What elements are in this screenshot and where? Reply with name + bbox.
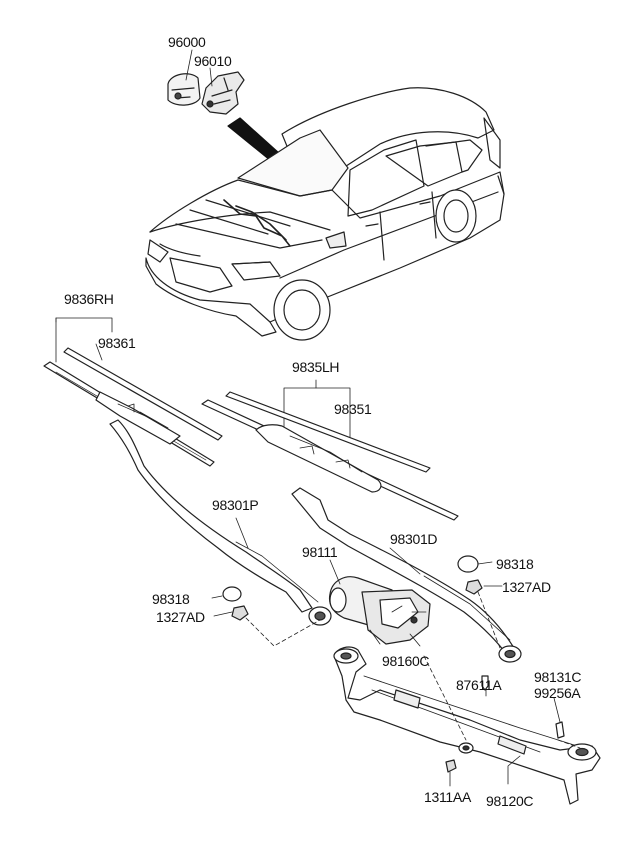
- part-label-98131c: 98131C: [534, 669, 582, 685]
- part-label-1327ad-right: 1327AD: [502, 579, 551, 595]
- part-label-98111: 98111: [302, 544, 338, 560]
- part-label-1311aa: 1311AA: [424, 789, 471, 805]
- washer-reservoir-drawing: [167, 73, 201, 106]
- part-label-9835lh: 9835LH: [292, 359, 340, 375]
- part-label-96000: 96000: [168, 34, 206, 50]
- part-label-98301d: 98301D: [390, 531, 438, 547]
- leader-lines: [95, 343, 581, 787]
- leader-lines-top: [185, 49, 213, 87]
- lh-blade-drawing: [201, 379, 459, 521]
- part-label-98120c: 98120C: [486, 793, 534, 809]
- part-label-99256a: 99256A: [534, 685, 581, 701]
- fasteners-drawing: [222, 555, 565, 773]
- part-label-9836rh: 9836RH: [64, 291, 114, 307]
- part-label-1327ad-left: 1327AD: [156, 609, 205, 625]
- driver-arm-drawing: [291, 487, 522, 663]
- part-label-98318-right: 98318: [496, 556, 534, 572]
- part-label-87611a: 87611A: [456, 677, 502, 693]
- part-label-96010: 96010: [194, 53, 232, 69]
- part-label-98301p: 98301P: [212, 497, 259, 513]
- wiper-motor-drawing: [328, 576, 431, 645]
- car-drawing: [145, 87, 505, 341]
- part-label-98318-left: 98318: [152, 591, 190, 607]
- linkage-drawing: [333, 646, 601, 805]
- part-label-98361: 98361: [98, 335, 136, 351]
- washer-motor-drawing: [201, 71, 245, 115]
- rh-blade-drawing: [43, 317, 223, 467]
- part-label-98160c: 98160C: [382, 653, 430, 669]
- part-label-98351: 98351: [334, 401, 372, 417]
